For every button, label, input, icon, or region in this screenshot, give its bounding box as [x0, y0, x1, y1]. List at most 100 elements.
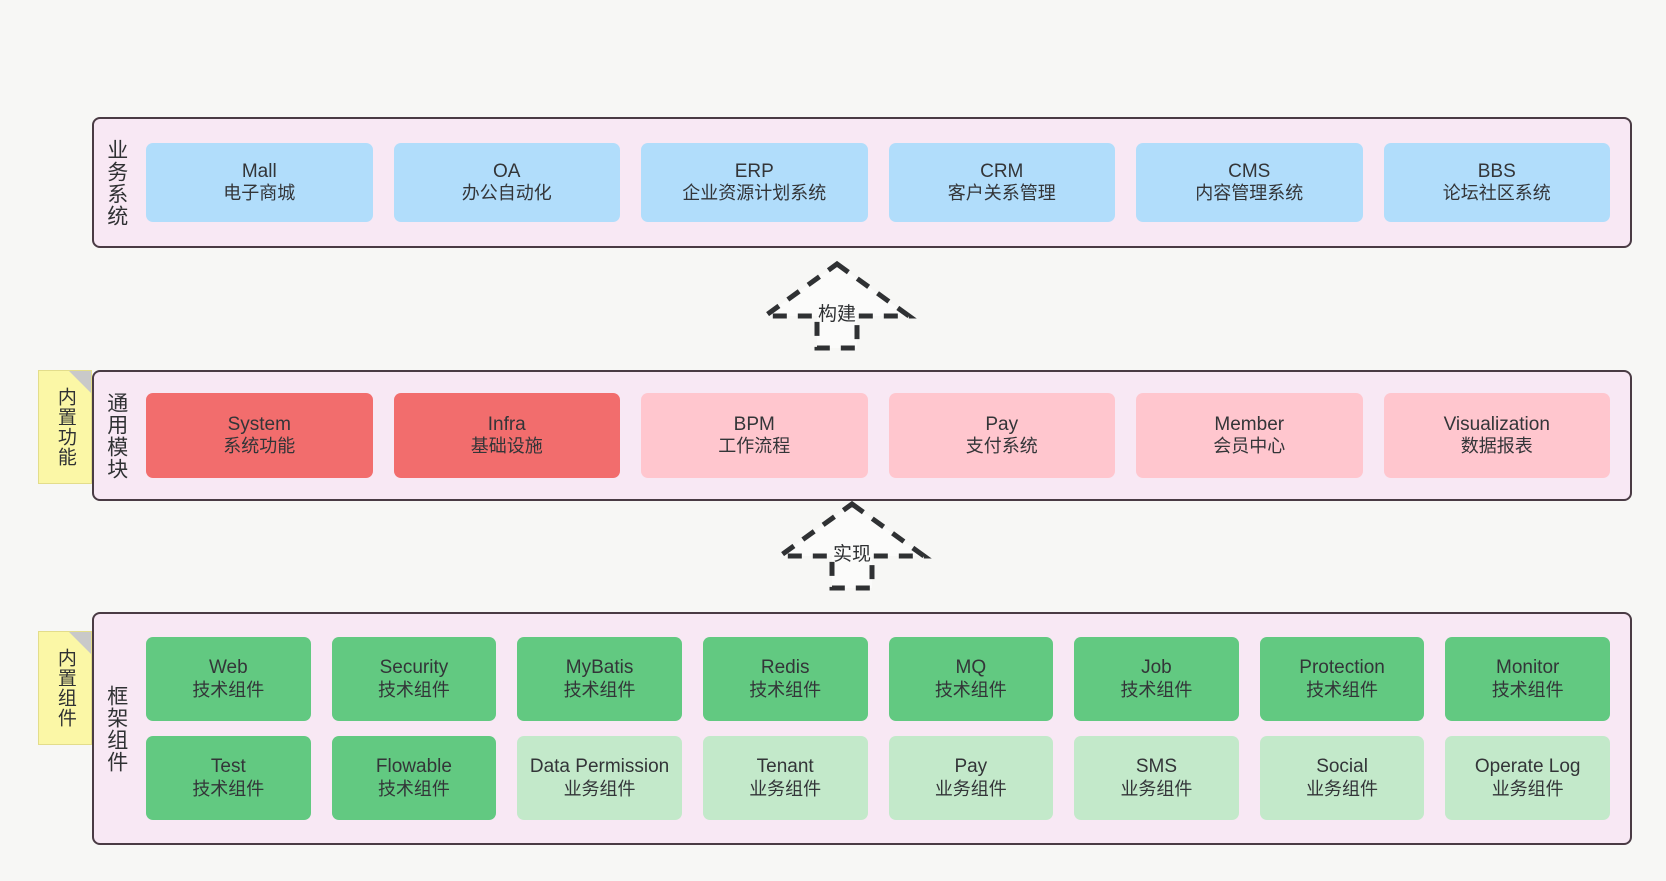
node-title: Flowable [375, 756, 452, 778]
dashed-generalization-arrow-icon [772, 500, 932, 591]
node-job[interactable]: Job 技术组件 [1074, 637, 1239, 721]
node-title: MQ [955, 657, 987, 679]
node-subtitle: 基础设施 [470, 436, 543, 457]
node-subtitle: 业务组件 [1120, 778, 1193, 799]
node-title: Monitor [1496, 657, 1560, 679]
node-title: MyBatis [565, 657, 634, 679]
node-row: Web 技术组件 Security 技术组件 MyBatis 技术组件 Redi… [146, 637, 1610, 721]
node-title: System [227, 413, 291, 435]
node-row: Mall 电子商城 OA 办公自动化 ERP 企业资源计划系统 CRM 客户关系… [146, 143, 1610, 222]
layer-title-framework: 框架组件 [104, 684, 128, 773]
node-crm[interactable]: CRM 客户关系管理 [888, 143, 1115, 222]
node-subtitle: 技术组件 [1491, 679, 1564, 700]
node-erp[interactable]: ERP 企业资源计划系统 [641, 143, 868, 222]
layer-body-modules: System 系统功能 Infra 基础设施 BPM 工作流程 Pay 支付系统… [138, 372, 1630, 499]
node-title: Infra [487, 413, 526, 435]
node-subtitle: 业务组件 [563, 778, 636, 799]
node-title: Data Permission [529, 756, 670, 778]
node-title: Social [1316, 756, 1368, 778]
layer-body-business: Mall 电子商城 OA 办公自动化 ERP 企业资源计划系统 CRM 客户关系… [138, 119, 1630, 246]
node-title: CMS [1228, 160, 1271, 182]
node-subtitle: 技术组件 [563, 679, 636, 700]
node-subtitle: 技术组件 [1120, 679, 1193, 700]
dashed-generalization-arrow-icon [757, 260, 917, 351]
node-infra[interactable]: Infra 基础设施 [393, 393, 620, 478]
node-monitor[interactable]: Monitor 技术组件 [1445, 637, 1610, 721]
layer-common-modules: 通用模块 System 系统功能 Infra 基础设施 BPM 工作流程 Pay… [92, 370, 1632, 501]
node-subtitle: 支付系统 [965, 436, 1038, 457]
node-mq[interactable]: MQ 技术组件 [888, 637, 1054, 721]
node-title: Member [1214, 413, 1285, 435]
connector-build: 构建 [757, 258, 917, 354]
node-title: Operate Log [1474, 756, 1581, 778]
node-row: System 系统功能 Infra 基础设施 BPM 工作流程 Pay 支付系统… [146, 393, 1610, 478]
node-member[interactable]: Member 会员中心 [1136, 393, 1363, 478]
node-subtitle: 系统功能 [223, 436, 296, 457]
node-title: Security [379, 657, 449, 679]
node-visualization[interactable]: Visualization 数据报表 [1383, 393, 1610, 478]
node-bbs[interactable]: BBS 论坛社区系统 [1383, 143, 1610, 222]
node-bpm[interactable]: BPM 工作流程 [641, 393, 868, 478]
node-subtitle: 数据报表 [1460, 436, 1533, 457]
node-sms[interactable]: SMS 业务组件 [1074, 736, 1239, 820]
node-title: Tenant [756, 756, 814, 778]
node-subtitle: 业务组件 [1306, 778, 1379, 799]
node-title: Protection [1299, 657, 1385, 679]
node-title: OA [493, 160, 521, 182]
node-subtitle: 业务组件 [1491, 778, 1564, 799]
node-subtitle: 内容管理系统 [1195, 183, 1304, 204]
node-pay-business[interactable]: Pay 业务组件 [888, 736, 1054, 820]
node-subtitle: 技术组件 [377, 679, 450, 700]
node-title: Job [1141, 657, 1172, 679]
layer-title-modules: 通用模块 [104, 391, 128, 480]
node-data-permission[interactable]: Data Permission 业务组件 [517, 736, 682, 820]
node-title: BPM [733, 413, 775, 435]
sticky-note-builtin-components: 内置组件 [38, 631, 92, 745]
node-title: Redis [760, 657, 810, 679]
node-subtitle: 技术组件 [192, 679, 265, 700]
node-subtitle: 论坛社区系统 [1442, 183, 1551, 204]
node-web[interactable]: Web 技术组件 [146, 637, 311, 721]
node-title: BBS [1477, 160, 1516, 182]
node-operate-log[interactable]: Operate Log 业务组件 [1445, 736, 1610, 820]
node-system[interactable]: System 系统功能 [146, 393, 373, 478]
node-title: Web [208, 657, 248, 679]
node-title: ERP [734, 160, 774, 182]
layer-title-business: 业务系统 [104, 138, 128, 227]
node-mall[interactable]: Mall 电子商城 [146, 143, 373, 222]
node-title: CRM [980, 160, 1024, 182]
node-subtitle: 企业资源计划系统 [682, 183, 827, 204]
node-title: Test [210, 756, 246, 778]
node-subtitle: 技术组件 [934, 679, 1007, 700]
node-subtitle: 技术组件 [1306, 679, 1379, 700]
node-cms[interactable]: CMS 内容管理系统 [1136, 143, 1363, 222]
node-subtitle: 技术组件 [749, 679, 822, 700]
node-tenant[interactable]: Tenant 业务组件 [702, 736, 868, 820]
node-title: Pay [954, 756, 988, 778]
node-title: SMS [1135, 756, 1178, 778]
node-title: Pay [985, 413, 1019, 435]
node-subtitle: 客户关系管理 [947, 183, 1056, 204]
connector-label-implement: 实现 [832, 544, 872, 565]
node-subtitle: 工作流程 [718, 436, 791, 457]
layer-body-framework: Web 技术组件 Security 技术组件 MyBatis 技术组件 Redi… [138, 614, 1630, 843]
node-oa[interactable]: OA 办公自动化 [393, 143, 620, 222]
node-social[interactable]: Social 业务组件 [1259, 736, 1425, 820]
node-title: Visualization [1443, 413, 1550, 435]
node-subtitle: 技术组件 [192, 778, 265, 799]
node-protection[interactable]: Protection 技术组件 [1259, 637, 1425, 721]
node-subtitle: 技术组件 [377, 778, 450, 799]
node-pay[interactable]: Pay 支付系统 [888, 393, 1115, 478]
node-row: Test 技术组件 Flowable 技术组件 Data Permission … [146, 736, 1610, 820]
node-security[interactable]: Security 技术组件 [331, 637, 497, 721]
node-subtitle: 电子商城 [223, 183, 296, 204]
node-test[interactable]: Test 技术组件 [146, 736, 311, 820]
connector-label-build: 构建 [817, 304, 857, 325]
sticky-note-builtin-features: 内置功能 [38, 370, 92, 484]
node-mybatis[interactable]: MyBatis 技术组件 [517, 637, 682, 721]
node-redis[interactable]: Redis 技术组件 [702, 637, 868, 721]
node-subtitle: 业务组件 [749, 778, 822, 799]
node-title: Mall [241, 160, 277, 182]
node-flowable[interactable]: Flowable 技术组件 [331, 736, 497, 820]
layer-business-systems: 业务系统 Mall 电子商城 OA 办公自动化 ERP 企业资源计划系统 CRM… [92, 117, 1632, 248]
